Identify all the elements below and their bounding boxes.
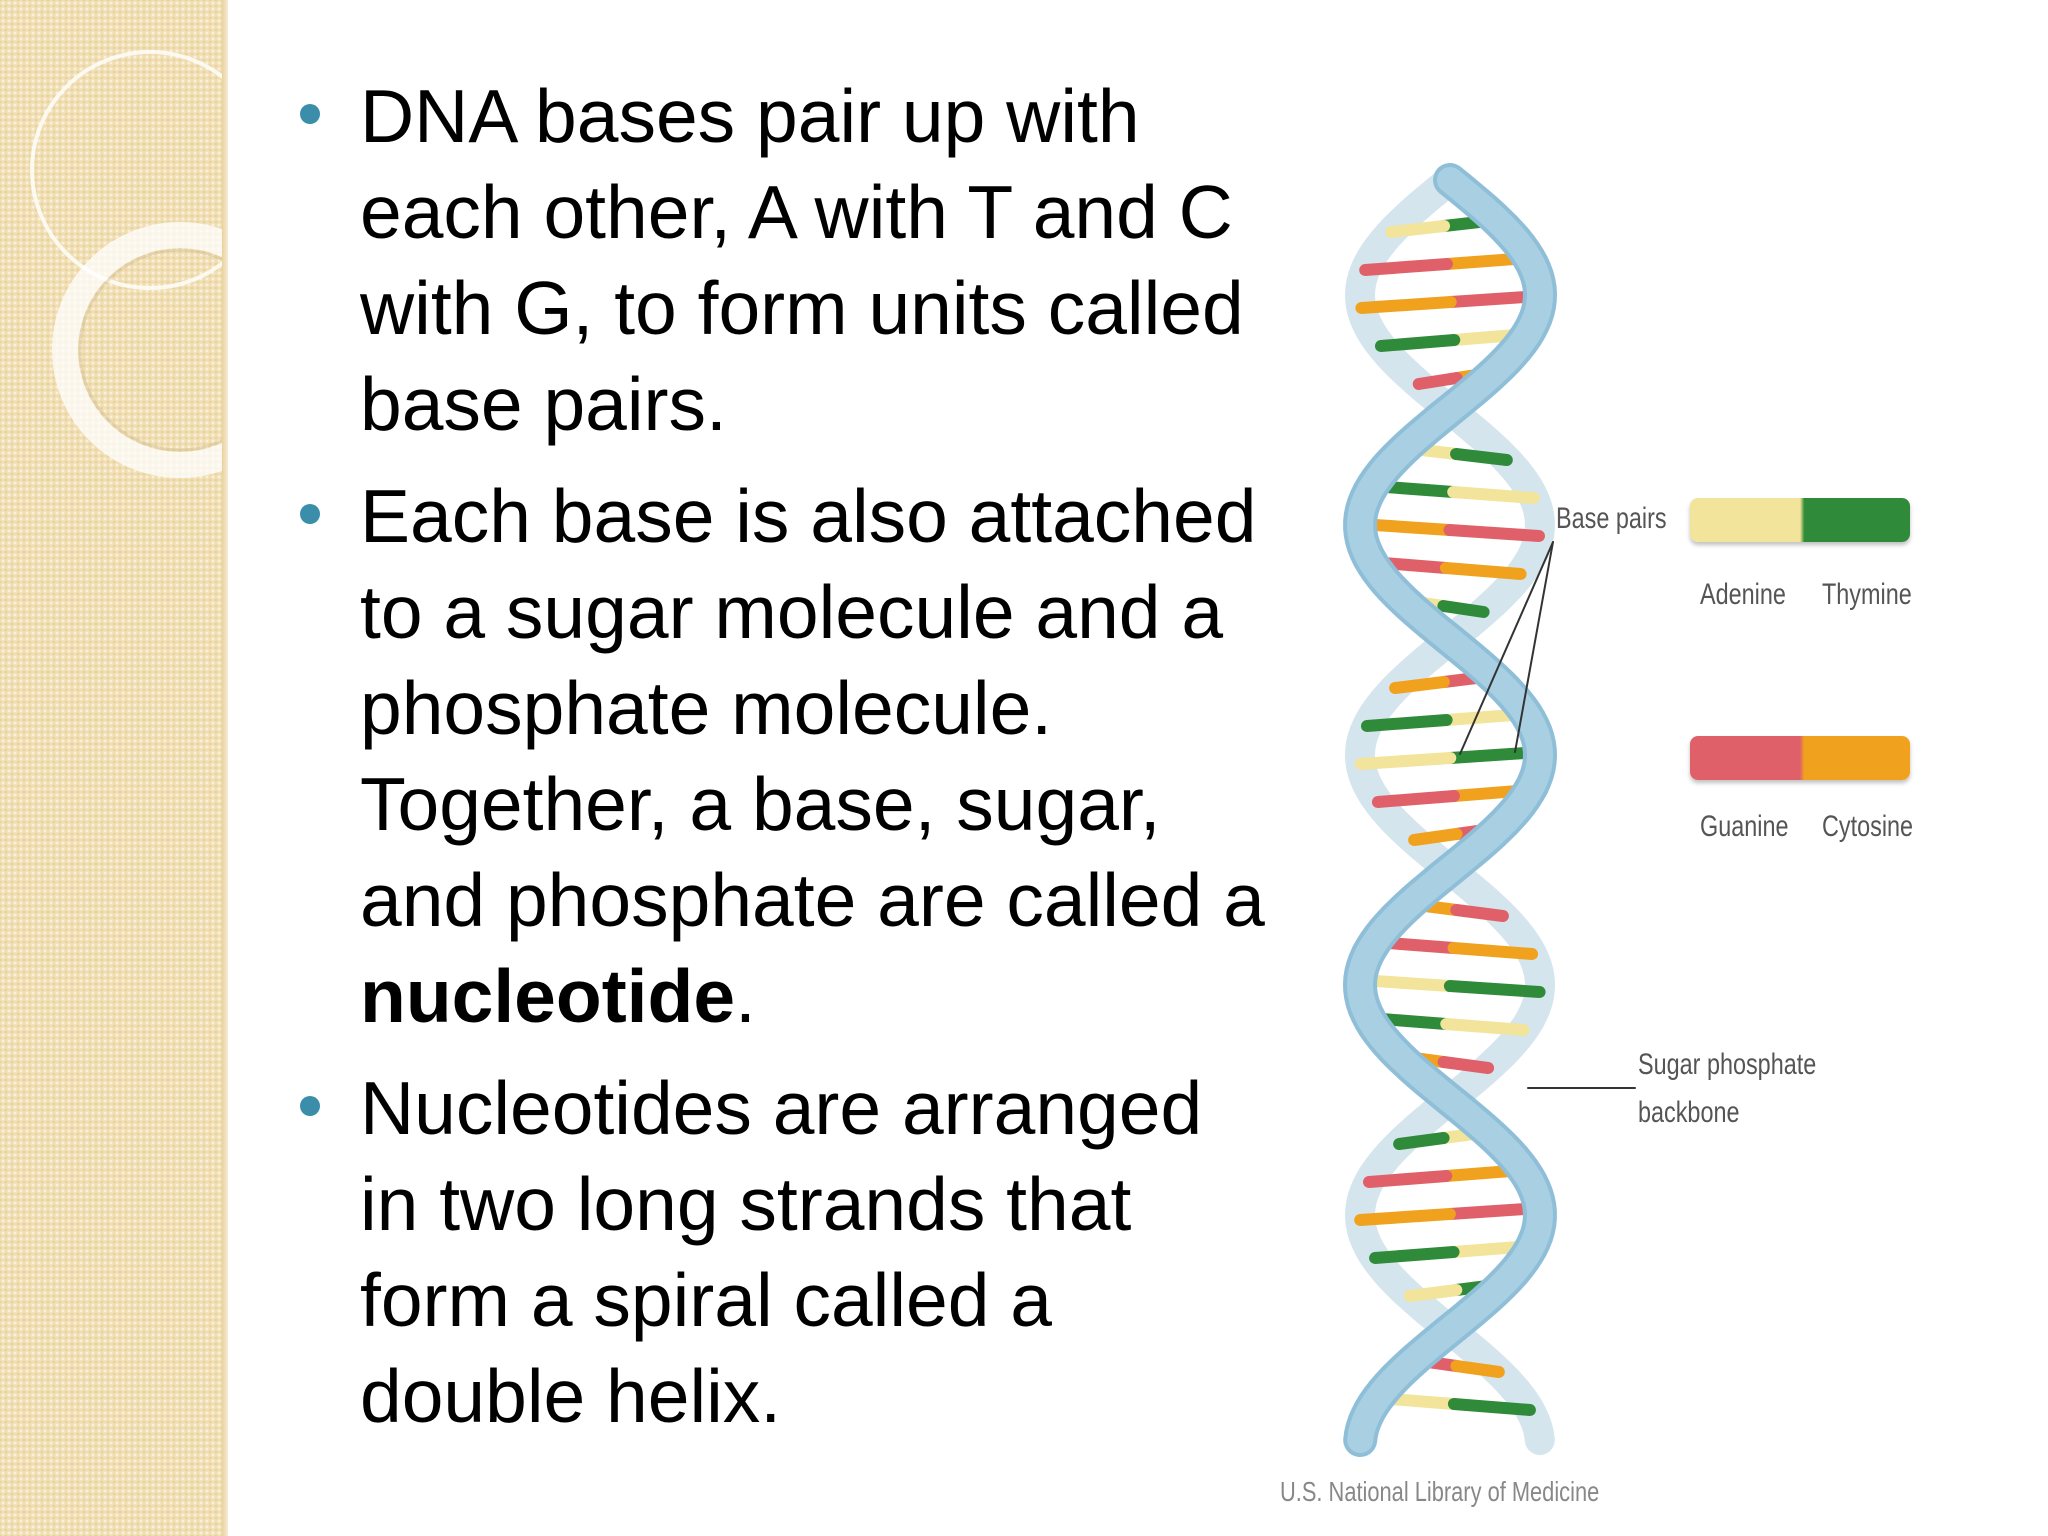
base-half <box>1439 562 1527 580</box>
bullet-dot-icon <box>300 1096 320 1116</box>
base-half <box>1374 334 1461 352</box>
bullet-text-end: . <box>735 954 756 1038</box>
sidebar-edge <box>222 0 228 1536</box>
pointer-line <box>1514 541 1554 753</box>
base-half <box>1393 1132 1450 1150</box>
base-half <box>1408 828 1463 846</box>
label-guanine: Guanine <box>1700 810 1789 843</box>
base-half <box>1412 372 1463 390</box>
dna-figure: Base pairs Adenine Thymine Guanine Cytos… <box>1270 150 1990 1536</box>
bullet-dot-icon <box>300 104 320 124</box>
base-half <box>1359 258 1453 276</box>
image-source-credit: U.S. National Library of Medicine <box>1280 1476 1600 1507</box>
base-half <box>1360 714 1453 732</box>
bullet-dot-icon <box>300 504 320 524</box>
base-half <box>1437 600 1490 618</box>
bullet-list: DNA bases pair up with each other, A wit… <box>300 68 1280 1460</box>
bullet-item: Nucleotides are arranged in two long str… <box>300 1060 1280 1444</box>
double-helix-illustration <box>1342 163 1636 1457</box>
base-half <box>1447 486 1540 504</box>
bold-term: nucleotide <box>360 954 736 1038</box>
decorative-rings <box>30 50 228 478</box>
base-half <box>1354 752 1457 770</box>
base-half <box>1403 1284 1463 1302</box>
base-half <box>1369 1246 1460 1264</box>
front-strand <box>1346 167 1554 1453</box>
base-half <box>1355 296 1457 314</box>
base-half <box>1440 1018 1530 1036</box>
key-adenine-thymine <box>1690 498 1910 542</box>
label-base-pairs: Base pairs <box>1556 502 1667 535</box>
back-strand <box>1344 165 1556 1455</box>
bullet-item: DNA bases pair up with each other, A wit… <box>300 68 1280 452</box>
pointer-line <box>1459 541 1554 755</box>
bullet-text: DNA bases pair up with each other, A wit… <box>360 74 1244 446</box>
base-half <box>1437 1056 1495 1074</box>
base-half <box>1447 1398 1536 1416</box>
base-half <box>1447 942 1539 960</box>
label-thymine: Thymine <box>1822 578 1912 611</box>
base-half <box>1371 790 1460 808</box>
bullet-text: Nucleotides are arranged in two long str… <box>360 1066 1203 1438</box>
bullet-text: Each base is also attached to a sugar mo… <box>360 474 1265 942</box>
bullet-item: Each base is also attached to a sugar mo… <box>300 468 1280 1044</box>
base-half <box>1443 980 1546 998</box>
key-guanine-cytosine <box>1690 736 1910 780</box>
base-half <box>1450 448 1513 466</box>
base-half <box>1450 1360 1505 1378</box>
base-half <box>1389 676 1450 694</box>
base-half <box>1362 1170 1453 1188</box>
label-cytosine: Cytosine <box>1822 810 1914 843</box>
decorative-sidebar <box>0 0 228 1536</box>
base-half <box>1450 904 1509 922</box>
label-adenine: Adenine <box>1700 578 1786 611</box>
base-half <box>1354 1208 1456 1226</box>
base-half <box>1443 524 1545 542</box>
base-half <box>1385 220 1451 238</box>
label-backbone-line2: backbone <box>1638 1096 1740 1129</box>
label-backbone-line1: Sugar phosphate <box>1638 1048 1817 1081</box>
